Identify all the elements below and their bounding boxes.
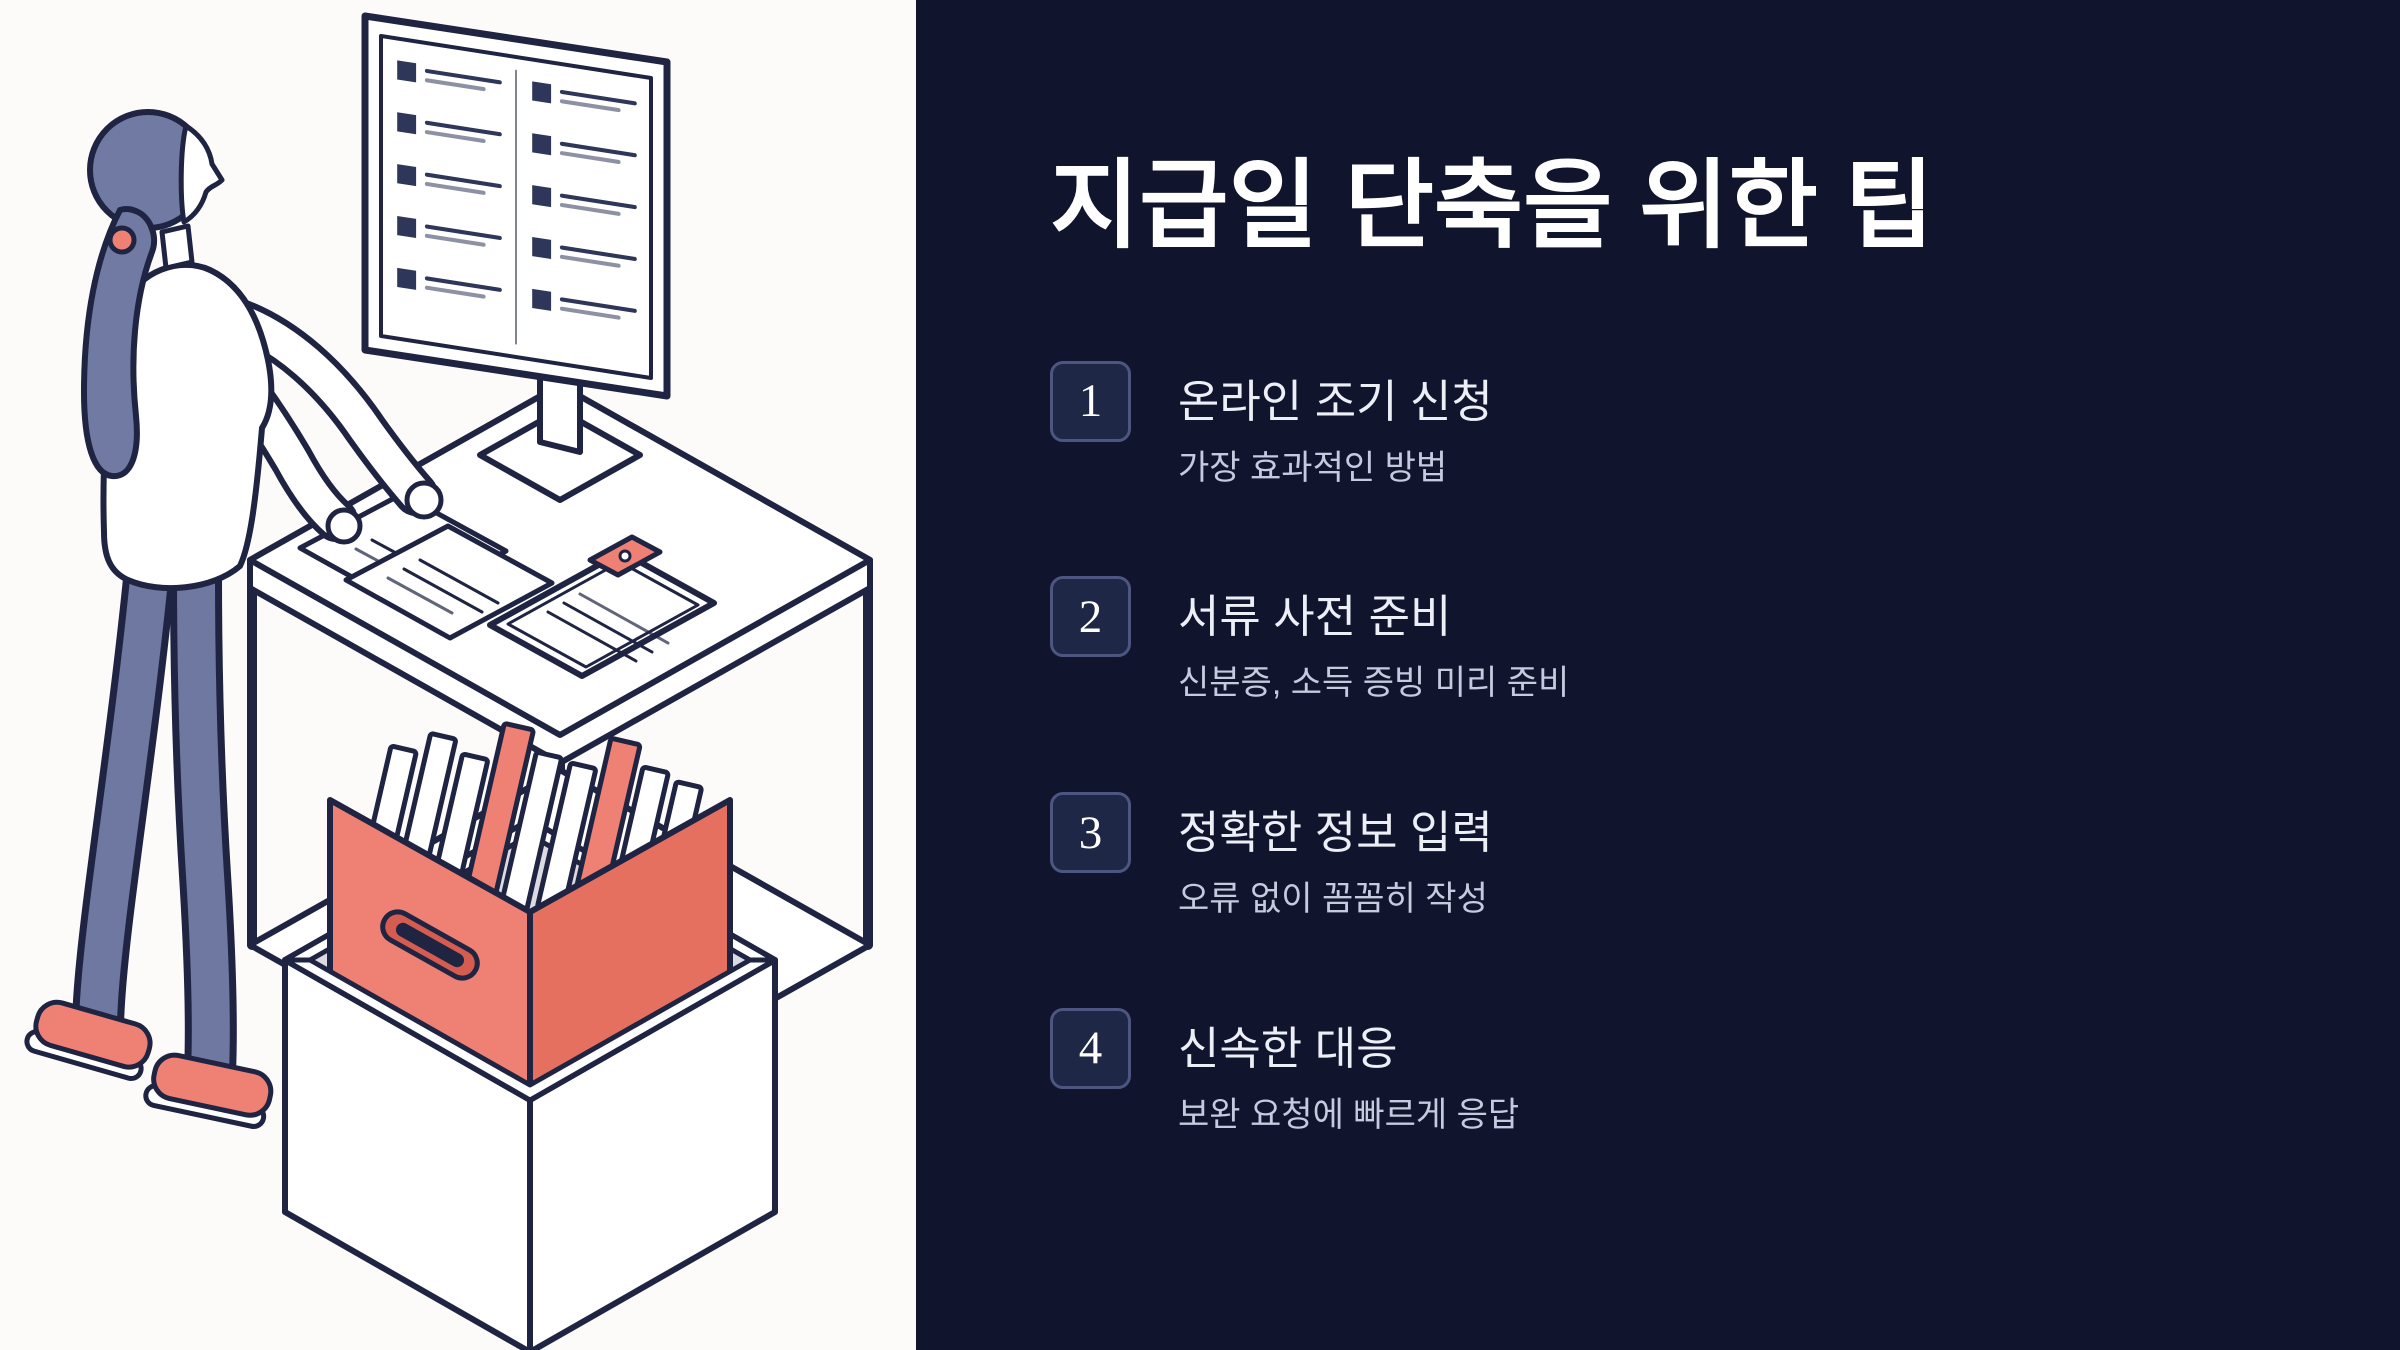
monitor-icon bbox=[361, 12, 671, 503]
tip-number-badge: 1 bbox=[1050, 360, 1131, 442]
tip-number: 4 bbox=[1078, 1022, 1103, 1075]
tip-title: 온라인 조기 신청 bbox=[1178, 375, 1493, 427]
tip-item-2: 2 서류 사전 준비 신분증, 소득 증빙 미리 준비 bbox=[1050, 576, 2320, 704]
tip-title: 정확한 정보 입력 bbox=[1178, 807, 1493, 859]
tip-title: 신속한 대응 bbox=[1178, 1022, 1398, 1074]
tip-item-1: 1 온라인 조기 신청 가장 효과적인 방법 bbox=[1050, 360, 2320, 489]
tip-subtitle: 신분증, 소득 증빙 미리 준비 bbox=[1178, 664, 1570, 703]
woman-figure-icon bbox=[24, 109, 444, 1129]
hair-tie-icon bbox=[107, 225, 137, 255]
tip-number: 1 bbox=[1078, 375, 1103, 428]
tip-number: 3 bbox=[1078, 806, 1103, 859]
tip-number-badge: 4 bbox=[1050, 1007, 1131, 1089]
tip-subtitle: 오류 없이 꼼꼼히 작성 bbox=[1178, 880, 1488, 919]
tip-number-badge: 3 bbox=[1050, 792, 1131, 874]
content-panel: 지급일 단축을 위한 팁 1 온라인 조기 신청 가장 효과적인 방법 2 서류… bbox=[916, 0, 2400, 1350]
tip-subtitle: 보완 요청에 빠르게 응답 bbox=[1178, 1095, 1520, 1134]
page-title: 지급일 단축을 위한 팁 bbox=[1050, 151, 1935, 260]
tip-subtitle: 가장 효과적인 방법 bbox=[1178, 448, 1448, 487]
tip-item-4: 4 신속한 대응 보완 요청에 빠르게 응답 bbox=[1050, 1007, 2320, 1136]
tip-list: 1 온라인 조기 신청 가장 효과적인 방법 2 서류 사전 준비 신분증, 소… bbox=[1050, 360, 2320, 1136]
shoe-icon bbox=[143, 1052, 274, 1129]
illustration-woman-filing-icon bbox=[24, 12, 873, 1350]
tip-number: 2 bbox=[1078, 590, 1103, 643]
illustration-panel bbox=[0, 0, 916, 1350]
tip-number-badge: 2 bbox=[1050, 576, 1131, 658]
clipboard-icon bbox=[487, 534, 717, 679]
tip-title: 서류 사전 준비 bbox=[1178, 591, 1452, 643]
tip-item-3: 3 정확한 정보 입력 오류 없이 꼼꼼히 작성 bbox=[1050, 792, 2320, 920]
shoe-icon bbox=[24, 999, 153, 1082]
coral-box-icon bbox=[327, 797, 733, 1095]
file-box-icon bbox=[282, 721, 778, 1350]
